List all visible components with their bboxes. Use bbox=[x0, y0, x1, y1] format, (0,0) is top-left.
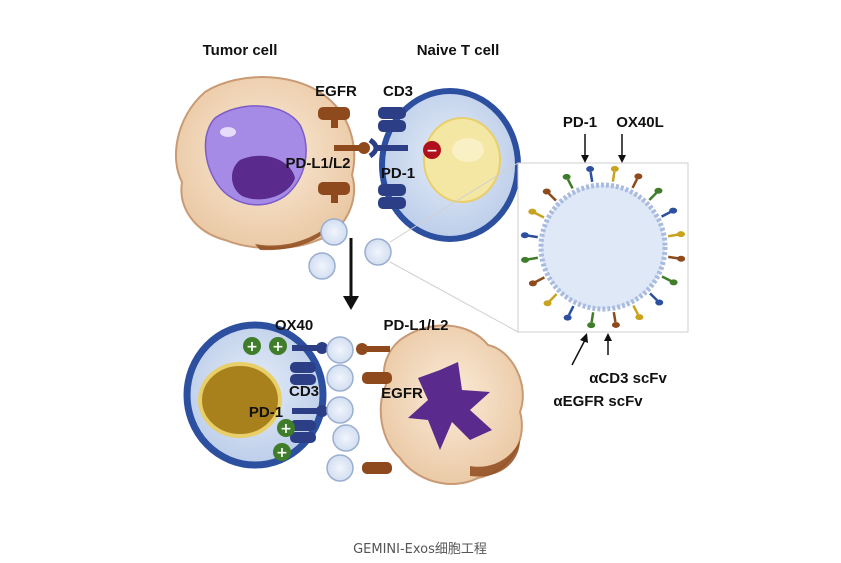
inset-ligand-stem bbox=[589, 171, 594, 183]
inset-ligand-head bbox=[676, 231, 685, 238]
inset-ligand-stem bbox=[631, 178, 639, 189]
exosome-bridge-1 bbox=[326, 336, 354, 364]
zoom-line-bottom bbox=[389, 261, 519, 333]
pd1-receptor-bottom bbox=[292, 405, 328, 417]
inset-ligand-stem bbox=[632, 305, 640, 316]
pd1-inset-arrow bbox=[581, 134, 589, 163]
label-aegfr-scfv: αEGFR scFv bbox=[553, 393, 643, 410]
inset-ligand-stem bbox=[534, 211, 545, 219]
exosome-large bbox=[538, 182, 668, 312]
inset-ligand-stem bbox=[567, 305, 575, 316]
inset-ligand-head bbox=[635, 314, 644, 321]
inset-ligand-head bbox=[587, 322, 596, 329]
inset-ligand-stem bbox=[648, 192, 658, 201]
label-pdl1l2-bottom: PD-L1/L2 bbox=[383, 317, 448, 334]
inset-ligand-head bbox=[528, 280, 537, 287]
down-arrow-icon bbox=[343, 238, 359, 310]
inset-surface-ligands bbox=[520, 165, 686, 329]
inset-ligand-stem bbox=[661, 275, 672, 283]
exosome-small-3 bbox=[364, 238, 392, 266]
label-ox40l-inset: OX40L bbox=[616, 114, 664, 131]
inset-ligand-stem bbox=[527, 234, 538, 239]
figure-caption: GEMINI-Exos细胞工程 bbox=[353, 542, 487, 557]
inset-ligand-stem bbox=[548, 192, 557, 202]
activate-sign-1: + bbox=[243, 337, 261, 355]
inset-ligand-head bbox=[542, 188, 551, 195]
inset-ligand-head bbox=[563, 314, 572, 321]
inset-ligand-head bbox=[634, 173, 643, 180]
inset-ligand-head bbox=[669, 279, 678, 286]
inset-ligand-head bbox=[543, 300, 552, 307]
pdl1l2-receptor-bottom bbox=[356, 343, 390, 355]
acd3-scfv-arrow bbox=[604, 333, 612, 355]
label-naive-t-cell: Naive T cell bbox=[417, 42, 500, 59]
label-tumor-cell: Tumor cell bbox=[203, 42, 278, 59]
activate-sign-2: + bbox=[269, 337, 287, 355]
egfr-receptor-top bbox=[318, 107, 350, 203]
svg-text:+: + bbox=[280, 421, 292, 437]
label-pdl1l2-top: PD-L1/L2 bbox=[285, 155, 350, 172]
svg-text:+: + bbox=[246, 339, 258, 355]
inset-ligand-head bbox=[677, 255, 686, 262]
exosome-bridge-3 bbox=[326, 396, 354, 424]
inset-ligand-stem bbox=[566, 178, 574, 189]
zoom-line-top bbox=[389, 162, 519, 243]
inset-ligand-head bbox=[528, 208, 537, 215]
inset-ligand-stem bbox=[661, 210, 672, 218]
activate-sign-3: + bbox=[277, 419, 295, 437]
inset-ligand-head bbox=[669, 207, 678, 214]
inset-ligand-head bbox=[586, 166, 595, 173]
exosome-bridge-4 bbox=[332, 424, 360, 452]
label-cd3-bottom: CD3 bbox=[289, 383, 319, 400]
exosome-bridge-5 bbox=[326, 454, 354, 482]
inset-ligand-head bbox=[521, 256, 530, 263]
label-pd1-inset: PD-1 bbox=[563, 114, 597, 131]
inset-ligand-stem bbox=[668, 255, 679, 260]
activate-sign-4: + bbox=[273, 443, 291, 461]
exosome-bridge-2 bbox=[326, 364, 354, 392]
label-egfr-top: EGFR bbox=[315, 83, 357, 100]
inhibit-symbol: − bbox=[426, 143, 438, 159]
inset-ligand-head bbox=[610, 165, 619, 172]
naive-t-cell bbox=[379, 88, 521, 242]
label-ox40-bottom: OX40 bbox=[275, 317, 313, 334]
egfr-receptor-bottom bbox=[362, 372, 392, 474]
tumor-cell-bottom bbox=[379, 324, 524, 486]
ox40l-inset-arrow bbox=[618, 134, 626, 163]
inset-ligand-head bbox=[562, 173, 571, 180]
inset-ligand-head bbox=[654, 187, 663, 194]
inset-ligand-head bbox=[520, 232, 529, 239]
label-egfr-bottom: EGFR bbox=[381, 385, 423, 402]
tumor-cell-top bbox=[175, 76, 356, 251]
inhibit-sign bbox=[423, 141, 441, 159]
inset-ligand-stem bbox=[590, 312, 595, 323]
svg-text:+: + bbox=[272, 339, 284, 355]
aegfr-scfv-arrow bbox=[571, 333, 588, 366]
inset-ligand-stem bbox=[548, 293, 558, 302]
label-pd1-bottom: PD-1 bbox=[249, 404, 283, 421]
inset-ligand-stem bbox=[667, 233, 679, 238]
ox40-receptor-bottom bbox=[292, 342, 328, 354]
inset-ligand-stem bbox=[649, 292, 658, 302]
inset-ligand-stem bbox=[534, 276, 545, 284]
cd3-receptor-top bbox=[378, 107, 406, 209]
exosome-small-2 bbox=[308, 252, 336, 280]
inset-ligand-stem bbox=[612, 311, 617, 323]
label-pd1-top: PD-1 bbox=[381, 165, 415, 182]
label-acd3-scfv: αCD3 scFv bbox=[589, 370, 667, 387]
inset-ligand-head bbox=[655, 299, 664, 306]
inset-ligand-head bbox=[611, 321, 620, 328]
inset-ligand-stem bbox=[611, 171, 616, 182]
pdl1-pd1-binding-top bbox=[334, 137, 408, 159]
svg-text:+: + bbox=[276, 445, 288, 461]
inset-ligand-stem bbox=[527, 256, 539, 261]
cd3-receptor-bottom bbox=[290, 362, 316, 443]
exosome-small-1 bbox=[320, 218, 348, 246]
label-cd3-top: CD3 bbox=[383, 83, 413, 100]
